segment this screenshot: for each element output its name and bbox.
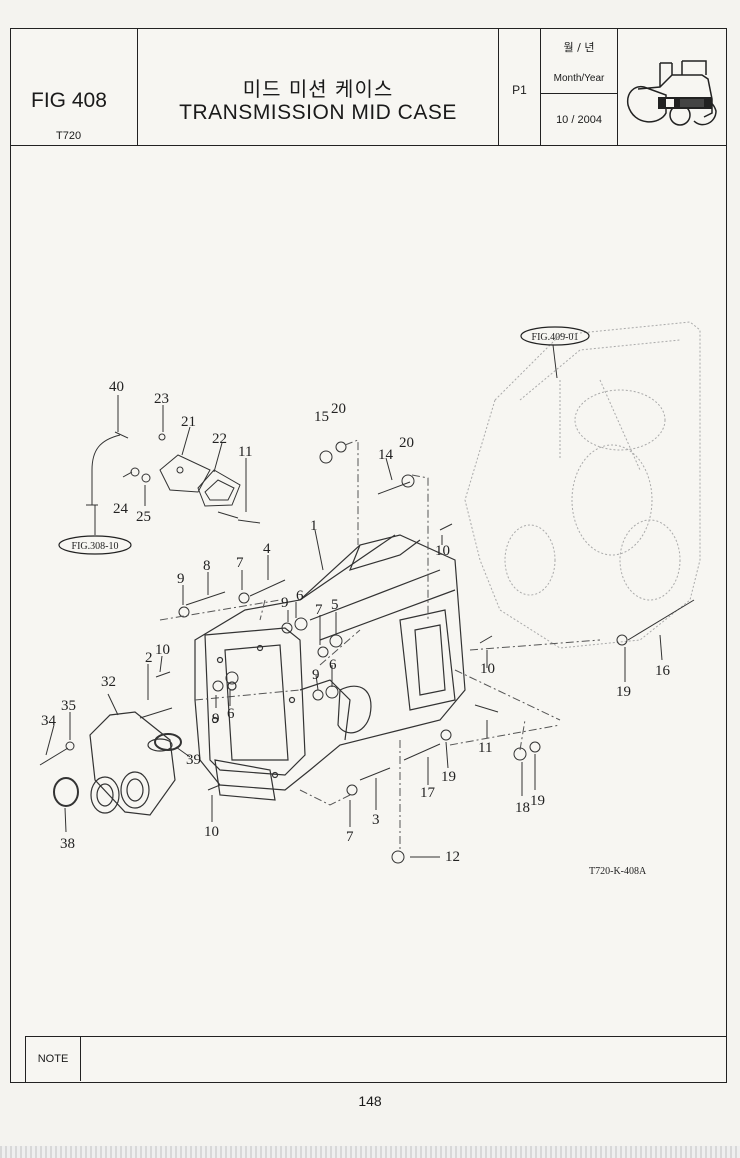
callout-7a: 7 [236,555,244,571]
callout-8: 8 [203,558,211,574]
callout-15: 15 [314,409,329,425]
fig-label: FIG 408 [31,89,107,112]
callout-10b: 10 [155,642,170,658]
title-cell: 미드 미션 케이스 TRANSMISSION MID CASE [138,29,499,145]
date-divider [541,93,617,94]
callout-23: 23 [154,391,169,407]
mid-case-body [194,534,466,801]
callout-14: 14 [378,447,394,463]
callout-34: 34 [41,713,57,729]
drawing-code: T720-K-408A [589,866,647,877]
callout-9a: 9 [177,571,185,587]
callout-20b: 20 [399,435,414,451]
fig-cell: FIG 408 T720 [11,29,138,145]
o-ring-39 [154,733,182,751]
callout-17: 17 [420,785,436,801]
title-english: TRANSMISSION MID CASE [179,101,457,124]
ref-fig-409[interactable]: FIG.409-01 [520,326,590,346]
date-value: 10 / 2004 [556,114,602,126]
leader-lines [45,344,663,858]
date-cell: 월 / 년 Month/Year 10 / 2004 [541,29,618,145]
date-label-korean: 월 / 년 [563,41,595,54]
header-divider [11,145,726,146]
callout-numbers: 40 23 21 22 11 15 20 20 14 24 25 1 10 4 … [41,379,671,865]
o-ring-38 [53,777,79,807]
callout-19c: 19 [530,793,545,809]
callout-22: 22 [212,431,227,447]
callout-16: 16 [655,663,671,679]
callout-6a: 6 [296,588,304,604]
logo-cell [618,29,726,145]
callout-21: 21 [181,414,196,430]
note-label: NOTE [26,1037,81,1081]
parts-sheet: FIG 408 T720 미드 미션 케이스 TRANSMISSION MID … [10,28,727,1083]
callout-40: 40 [109,379,124,395]
adjoining-case-outline [464,321,701,649]
exploded-parts-diagram: FIG.409-01 FIG.308-10 T720-K-408A 40 23 … [39,321,701,877]
page-code: P1 [512,83,527,97]
callout-39: 39 [186,752,201,768]
callout-18: 18 [515,800,530,816]
callout-35: 35 [61,698,76,714]
callout-7c: 7 [346,829,354,845]
bolts [39,481,695,781]
callout-38: 38 [60,836,75,852]
pipe-assembly [86,431,129,506]
callout-1: 1 [310,518,318,534]
callout-24: 24 [113,501,129,517]
dowel-pins [155,523,493,791]
callout-6b: 6 [329,657,337,673]
callout-19b: 19 [441,769,456,785]
ref-fig-308[interactable]: FIG.308-10 [58,535,132,555]
callout-6c: 6 [227,706,235,722]
note-row: NOTE [25,1036,727,1082]
callout-5: 5 [331,597,339,613]
tractor-icon [626,60,717,126]
callout-19a: 19 [616,684,631,700]
callout-3: 3 [372,812,380,828]
ref-fig-308-label: FIG.308-10 [72,541,119,552]
callout-12: 12 [445,849,460,865]
callout-2: 2 [145,650,153,666]
assembly-lines [159,439,601,850]
callout-11a: 11 [238,444,252,460]
scan-edge [0,1146,740,1158]
callout-9b: 9 [281,595,289,611]
page-number: 148 [358,1093,382,1109]
callout-4: 4 [263,541,271,557]
title-korean: 미드 미션 케이스 [242,77,394,101]
callout-25: 25 [136,509,151,525]
ref-fig-409-label: FIG.409-01 [532,332,579,343]
callout-20a: 20 [331,401,346,417]
callout-32: 32 [101,674,116,690]
date-label-english: Month/Year [553,73,605,84]
callout-10d: 10 [204,824,219,840]
model-label: T720 [56,130,82,142]
page-code-cell: P1 [499,29,541,145]
rear-housing [89,711,176,816]
callout-10c: 10 [480,661,495,677]
cover-plate [159,454,241,507]
callout-10a: 10 [435,543,450,559]
callout-7b: 7 [315,602,323,618]
callout-11b: 11 [478,740,492,756]
callout-9c: 9 [312,667,320,683]
callout-9d: 9 [212,711,220,727]
